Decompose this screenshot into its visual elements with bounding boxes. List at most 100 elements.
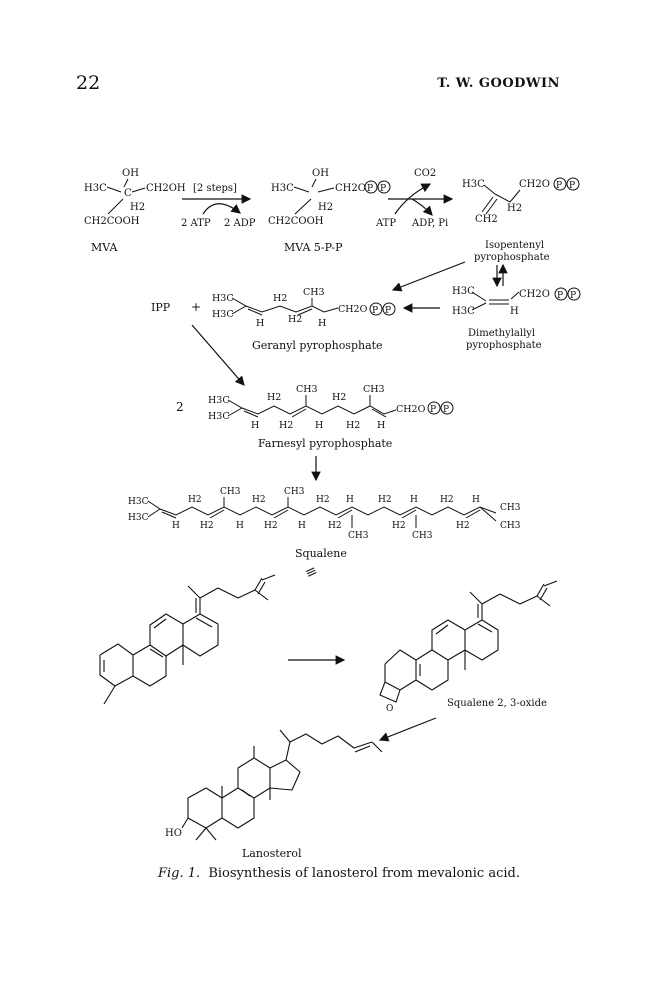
ipp-h3c: H3C [462,179,485,190]
page-number: 22 [76,72,101,94]
gpp-h: H [318,318,326,329]
squalene-double [337,509,353,519]
mva5pp-ch2cooh: CH2COOH [268,216,324,227]
phosphate-label: P [557,291,563,301]
figure-caption: Fig. 1. Biosynthesis of lanosterol from … [158,866,520,881]
phosphate-label: P [443,405,449,415]
step1-label: [2 steps] [193,183,237,194]
dmapp-bond [510,291,520,300]
mva5pp-bond [293,186,310,193]
dmapp-ch2o: CH2O [519,289,550,300]
mva-oh: OH [122,168,139,179]
squalene-h2: H2 [188,495,202,505]
squalene-double [209,509,225,519]
phosphate-label: P [367,184,373,194]
gpp-name: Geranyl pyrophosphate [252,339,383,352]
gpp-chain [231,305,247,315]
mva-structure: OH H3C C CH2OH H2 CH2COOH [84,168,186,227]
fpp-structure: H3C H3C CH3 CH3 H2 H2 H2 H2 H H H CH2O P… [208,384,454,431]
mva-c: C [124,188,132,199]
squalene-h3c-top: H3C [128,497,149,507]
squalene-chain [147,500,497,516]
fpp-double [371,408,387,418]
squalene-ch3: CH3 [500,521,521,531]
dmapp-structure: H3C H3C CH2O H P P [452,286,581,317]
fpp-h3c-top: H3C [208,395,230,406]
mva-bond [106,186,122,193]
ipp-double [481,196,494,213]
mva-h2: H2 [130,202,145,213]
squalene-ch3: CH3 [348,531,369,541]
phosphate-label: P [569,181,575,191]
step1-arrow [182,194,252,215]
ipp-to-gpp-arrow [391,261,466,292]
mva5pp-ch2o: CH2O [335,183,366,194]
ipp-bond [483,184,496,195]
mva-ch2cooh: CH2COOH [84,216,140,227]
dmapp-h3c-top: H3C [452,286,475,297]
mva5pp-bond [317,187,335,193]
phosphate-pair: P P [554,287,581,301]
mva-ch2oh: CH2OH [146,183,186,194]
mva5pp-name: MVA 5-P-P [284,241,343,254]
mva-bond [107,198,124,215]
lanosterol-ho: HO [165,828,182,839]
squalene-ch3: CH3 [500,503,521,513]
squalene-double [273,509,289,519]
fpp-coefficient: 2 [176,400,184,414]
ipp-reactant-label: IPP [151,301,171,314]
squalene-oxide-structure [379,580,558,703]
ipp-name-1: Isopentenyl [485,240,544,251]
fpp-h3c-bottom: H3C [208,411,230,422]
squalene-ch3: CH3 [220,487,241,497]
ipp-bond [494,193,511,203]
squalene-h2: H2 [456,521,470,531]
gpp-double [297,308,313,316]
gpp-h2: H2 [273,293,287,304]
fpp-h2: H2 [279,420,293,431]
squalene-chain [479,506,497,522]
step1-atp: 2 ATP [181,218,211,229]
oxide-o: O [386,704,393,714]
ipp-structure: H3C CH2O H2 CH2 P P [462,177,580,225]
ipp-ch2o: CH2O [519,179,550,190]
mva5pp-oh: OH [312,168,329,179]
fpp-ch2o: CH2O [396,404,426,415]
mva-bond [131,187,146,193]
oxide-to-lanosterol-arrow [378,717,437,742]
plus-sign: + [191,300,201,314]
dmapp-bond [471,291,487,302]
mva5pp-h3c: H3C [271,183,294,194]
ipp-ch2: CH2 [475,214,498,225]
oxide-name: Squalene 2, 3-oxide [447,698,547,709]
squalene-h: H [346,495,354,505]
step2-co2: CO2 [414,168,436,179]
squalene-h3c-bottom: H3C [128,513,149,523]
squalene-h2: H2 [316,495,330,505]
step2-atp: ATP [375,218,396,229]
mva5pp-bond [294,198,312,215]
squalene-h: H [410,495,418,505]
mva-h3c: H3C [84,183,107,194]
gpp-structure: CH3 H3C H3C H2 H2 H H CH2O P P [212,287,396,329]
squalene-h2: H2 [328,521,342,531]
lanosterol-structure [181,729,383,841]
phosphate-label: P [372,306,378,316]
gpp-double [247,308,263,316]
squalene-h2: H2 [252,495,266,505]
ipp-to-fpp-arrow [191,324,245,386]
ipp-name-2: pyrophosphate [474,252,550,263]
phosphate-label: P [570,291,576,301]
mva-bond [123,178,129,188]
phosphate-pair: P P [364,180,391,194]
ipp-h2: H2 [507,203,522,214]
fpp-h: H [251,420,259,431]
step2-arrow [388,183,454,216]
squalene-h2: H2 [440,495,454,505]
figure-caption-text: Biosynthesis of lanosterol from mevaloni… [208,866,520,881]
dmapp-bond [471,302,487,311]
gpp-chain [231,297,339,313]
squalene-structure: H3C H3C CH3 CH3 CH3 CH3 CH3 CH3 H2 H2 H2… [128,487,521,541]
squalene-h: H [236,521,244,531]
